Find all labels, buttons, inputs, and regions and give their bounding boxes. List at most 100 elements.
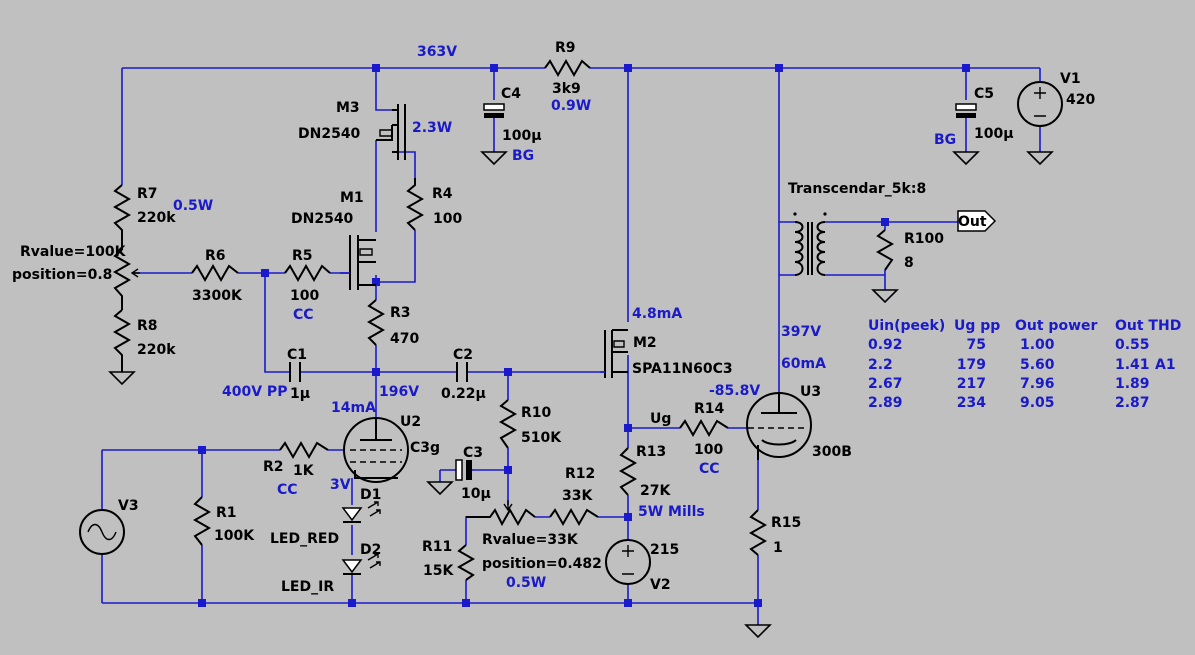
table-header-uin: Uin(peek) [868, 318, 945, 334]
m1-symbol [340, 235, 376, 290]
c5-ref: C5 [974, 86, 994, 102]
r13-symbol [618, 447, 638, 496]
table-cell: 2.87 [1115, 395, 1150, 411]
c1-ref: C1 [287, 347, 307, 363]
table-cell: 2.67 [868, 376, 903, 392]
r4-value: 100 [433, 211, 462, 227]
pot2-rvalue: Rvalue=33K [482, 532, 579, 548]
r15-ref: R15 [771, 515, 801, 531]
table-cell: 5.60 [1020, 357, 1055, 373]
c4-note: BG [512, 148, 534, 164]
r13-ref: R13 [636, 444, 666, 460]
table-header-ugpp: Ug pp [954, 318, 1000, 334]
net-label-363v: 363V [417, 44, 457, 60]
r14-value: 100 [694, 442, 723, 458]
c5-note: BG [934, 132, 956, 148]
r1-symbol [192, 496, 212, 546]
t1-value: Transcendar_5k:8 [788, 181, 926, 197]
v3-symbol [79, 509, 125, 555]
m3-ref: M3 [336, 100, 360, 116]
table-cell: 217 [957, 376, 986, 392]
c2-value: 0.22µ [441, 386, 486, 402]
u2-value: C3g [410, 440, 440, 456]
r2-note: CC [277, 482, 298, 498]
u3-value: 300B [812, 444, 852, 460]
r10-ref: R10 [521, 405, 552, 421]
pot1-position: position=0.8 [12, 267, 112, 283]
net-label-out: Out [958, 214, 987, 230]
r11-symbol [456, 544, 476, 581]
r100-symbol [875, 229, 895, 271]
table-cell: 1.89 [1115, 376, 1150, 392]
m2-value: SPA11N60C3 [632, 361, 733, 377]
table-cell: 2.2 [868, 357, 893, 373]
r7-symbol [112, 184, 132, 250]
u2-ref: U2 [400, 414, 421, 430]
r3-value: 470 [390, 331, 419, 347]
m2-symbol [600, 329, 628, 378]
r100-ref: R100 [904, 231, 944, 247]
r8-value: 220k [137, 342, 176, 358]
r14-ref: R14 [694, 401, 725, 417]
r9-note: 0.9W [551, 98, 591, 114]
net-label-60ma: 60mA [781, 356, 826, 372]
net-label-14ma: 14mA [331, 400, 376, 416]
table-cell: 2.89 [868, 395, 903, 411]
ground-symbols [108, 151, 1054, 639]
r1-ref: R1 [216, 505, 237, 521]
table-cell: 1.00 [1020, 337, 1055, 353]
r15-symbol [748, 509, 768, 556]
table-cell: 75 [967, 337, 986, 353]
v2-value: 215 [650, 542, 679, 558]
r6-symbol [191, 263, 239, 283]
junctions [198, 64, 970, 607]
c4-value: 100µ [502, 128, 542, 144]
r3-symbol [366, 299, 386, 346]
out-port [957, 210, 997, 232]
r10-symbol [498, 399, 518, 449]
m1-value: DN2540 [291, 211, 354, 227]
d2-ref: D2 [360, 542, 381, 558]
c4-ref: C4 [501, 86, 521, 102]
c1-value: 1µ [290, 386, 310, 402]
r3-ref: R3 [390, 305, 411, 321]
r4-ref: R4 [432, 186, 453, 202]
table-header-outthd: Out THD [1115, 318, 1181, 334]
r9-value: 3k9 [552, 81, 581, 97]
table-cell: 0.55 [1115, 337, 1150, 353]
table-cell: 234 [957, 395, 986, 411]
r1-value: 100K [214, 528, 255, 544]
r12-symbol [549, 507, 599, 527]
r6-ref: R6 [205, 248, 226, 264]
r11-ref: R11 [422, 539, 452, 555]
t1-symbol [793, 212, 827, 276]
net-label-minus-85v: -85.8V [709, 383, 760, 399]
r9-ref: R9 [555, 40, 576, 56]
pot1-rvalue: Rvalue=100K [20, 244, 127, 260]
measurement-table: Uin(peek) Ug pp Out power Out THD 0.92 7… [868, 318, 1181, 411]
v1-value: 420 [1066, 92, 1095, 108]
c4-symbol [483, 103, 505, 118]
net-label-400v-pp: 400V PP [222, 384, 287, 400]
r12-ref: R12 [565, 466, 595, 482]
r4-symbol [405, 178, 425, 231]
d1-value: LED_RED [270, 531, 339, 547]
r2-ref: R2 [263, 459, 284, 475]
u3-symbol [746, 392, 812, 460]
table-cell: 179 [957, 357, 986, 373]
pot2-note: 0.5W [506, 575, 546, 591]
r8-ref: R8 [137, 318, 158, 334]
m3-note: 2.3W [412, 120, 452, 136]
r5-ref: R5 [292, 248, 313, 264]
net-label-3v: 3V [330, 477, 351, 493]
r5-value: 100 [290, 288, 319, 304]
m3-symbol [376, 104, 406, 160]
pot2-position: position=0.482 [482, 556, 602, 572]
r2-symbol [279, 440, 329, 460]
r11-value: 15K [423, 563, 454, 579]
v2-symbol [605, 539, 651, 585]
m3-value: DN2540 [298, 126, 361, 142]
r8-symbol [112, 309, 132, 372]
net-label-4-8ma: 4.8mA [632, 306, 682, 322]
